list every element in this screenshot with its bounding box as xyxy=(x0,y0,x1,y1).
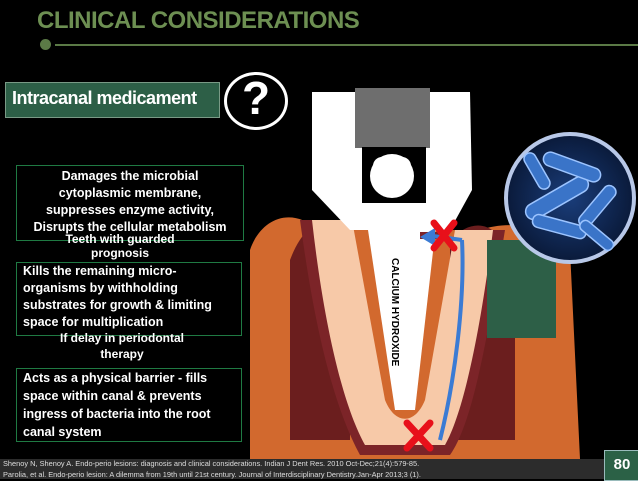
info-box-barrier: Acts as a physical barrier - fills space… xyxy=(16,368,242,442)
info-line: Disrupts the cellular metabolism xyxy=(33,220,227,234)
info-box-guarded-prognosis: Teeth with guarded prognosis xyxy=(17,232,223,260)
topic-label-box: Intracanal medicament xyxy=(5,82,220,118)
info-line: Damages the microbial xyxy=(61,169,199,183)
tooth-diagram: CALCIUM HYDROXIDE xyxy=(250,88,580,459)
info-line: suppresses enzyme activity, xyxy=(46,203,214,217)
info-line: If delay in periodontal xyxy=(59,331,184,345)
slide-title: CLINICAL CONSIDERATIONS xyxy=(37,7,360,34)
divider-line xyxy=(55,44,638,46)
question-mark-icon: ? xyxy=(224,72,288,130)
info-line: canal system xyxy=(23,425,102,439)
info-box-kills: Kills the remaining micro- organisms by … xyxy=(16,262,242,336)
footer-bar xyxy=(0,459,638,479)
info-line: organisms by withholding xyxy=(23,281,178,295)
info-line: cytoplasmic membrane, xyxy=(58,186,202,200)
info-box-damages: Damages the microbial cytoplasmic membra… xyxy=(16,165,244,241)
reference-1: Shenoy N, Shenoy A. Endo-perio lesions: … xyxy=(3,459,420,468)
info-line: substrates for growth & limiting xyxy=(23,298,212,312)
info-line: space within canal & prevents xyxy=(23,389,202,403)
cross-icon-top xyxy=(430,219,458,252)
reference-2: Parolia, et al. Endo-perio lesion: A dil… xyxy=(3,470,421,479)
info-line: ingress of bacteria into the root xyxy=(23,407,211,421)
info-line: therapy xyxy=(100,347,144,361)
canal-label: CALCIUM HYDROXIDE xyxy=(389,258,400,367)
info-line: prognosis xyxy=(90,246,149,260)
info-line: Acts as a physical barrier - fills xyxy=(23,371,208,385)
title-underline xyxy=(0,39,638,50)
arrow-head xyxy=(420,228,435,246)
cross-icon-bottom xyxy=(403,419,434,452)
bacteria-path xyxy=(438,239,465,441)
info-line: Kills the remaining micro- xyxy=(23,264,177,278)
page-number: 80 xyxy=(613,456,631,473)
bacteria-image xyxy=(504,132,636,264)
root-dentin xyxy=(312,220,493,445)
info-box-delay: If delay in periodontal therapy xyxy=(18,330,226,366)
bullet-dot xyxy=(40,39,51,50)
topic-label: Intracanal medicament xyxy=(12,88,197,108)
temporary-filling xyxy=(355,88,430,148)
info-line: space for multiplication xyxy=(23,315,164,329)
info-line: Teeth with guarded xyxy=(65,232,175,246)
root-canal xyxy=(362,190,440,410)
page-number-badge: 80 xyxy=(604,450,638,481)
